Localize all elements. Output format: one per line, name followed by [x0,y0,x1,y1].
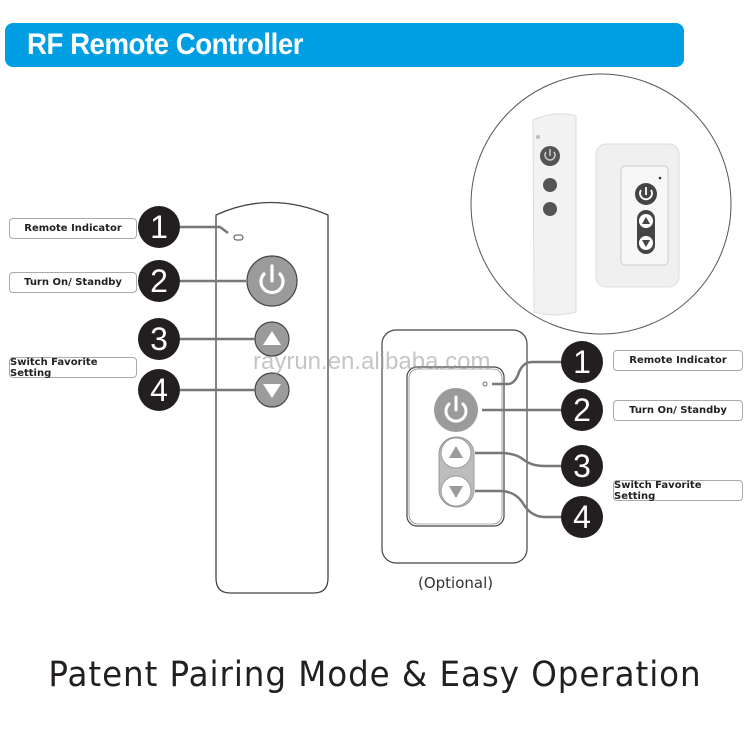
footer-tagline: Patent Pairing Mode & Easy Operation [48,655,702,695]
label-remote-indicator: Remote Indicator [9,218,137,239]
watermark: rayrun.en.alibaba.com [253,348,491,375]
arrow-down-icon [263,384,281,398]
header-banner: RF Remote Controller [5,23,684,67]
wall-callout-badge-2: 2 [561,389,603,431]
wall-label-remote-indicator: Remote Indicator [613,350,743,371]
remote-up-button [254,321,290,357]
remote-power-button [246,255,298,307]
power-icon [544,151,556,161]
wall-callout-badge-3: 3 [561,445,603,487]
optional-caption: (Optional) [418,574,494,592]
callout-badge-4: 4 [138,369,180,411]
arrow-up-icon [449,446,463,458]
product-photo [470,73,732,335]
label-turn-on-standby: Turn On/ Standby [9,272,137,293]
wall-label-switch-favorite-setting: Switch Favorite Setting [613,480,743,502]
power-icon [444,402,468,423]
power-icon [259,272,285,295]
callout-badge-1: 1 [138,206,180,248]
wall-down-button [440,475,472,507]
label-switch-favorite-setting: Switch Favorite Setting [9,357,137,379]
wall-power-button [434,388,478,432]
remote-indicator-led [233,234,244,241]
callout-badge-2: 2 [138,260,180,302]
wall-label-turn-on-standby: Turn On/ Standby [613,400,743,421]
wall-up-button [440,437,472,469]
remote-down-button [254,372,290,408]
photo-remote [532,113,577,316]
arrow-up-icon [263,331,281,345]
wall-indicator-led [482,381,488,387]
arrow-down-icon [449,486,463,498]
wall-callout-badge-1: 1 [561,341,603,383]
wall-callout-badge-4: 4 [561,496,603,538]
callout-badge-3: 3 [138,318,180,360]
page-title: RF Remote Controller [27,28,304,61]
arrow-up-icon [642,217,650,224]
power-icon [639,189,653,201]
arrow-down-icon [642,240,650,247]
